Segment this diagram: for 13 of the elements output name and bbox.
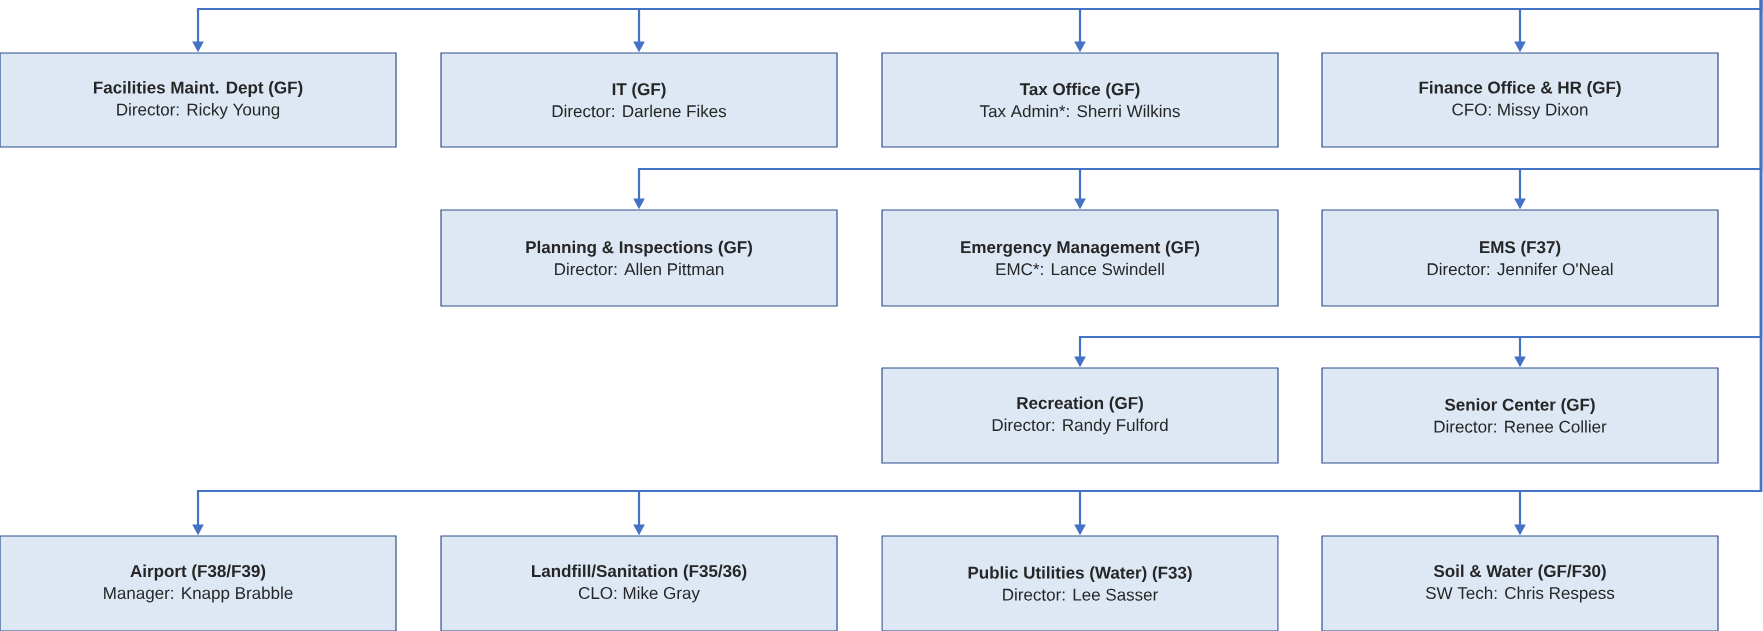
department-box: Landfill/Sanitation (F35/36) CLO: Mike Gray [440,535,838,631]
department-box: Recreation (GF) Director: Randy Fulford [881,367,1279,464]
department-box: Airport (F38/F39) Manager: Knapp Brabble [0,535,397,631]
department-box: Emergency Management (GF) EMC*: Lance Swindell [881,209,1279,307]
department-box: Public Utilities (Water) (F33) Director: Lee Sasser [881,535,1279,631]
department-box: Facilities Maint. Dept (GF) Director: Ricky Young [0,52,397,148]
department-box: IT (GF) Director: Darlene Fikes [440,52,838,148]
department-box: Finance Office & HR (GF) CFO: Missy Dixon [1321,52,1719,148]
department-box: Soil & Water (GF/F30) SW Tech: Chris Respess [1321,535,1719,631]
department-box: EMS (F37) Director: Jennifer O'Neal [1321,209,1719,307]
department-box: Tax Office (GF) Tax Admin*: Sherri Wilkins [881,52,1279,148]
department-box: Senior Center (GF) Director: Renee Collier [1321,367,1719,464]
department-box: Planning & Inspections (GF) Director: Allen Pittman [440,209,838,307]
